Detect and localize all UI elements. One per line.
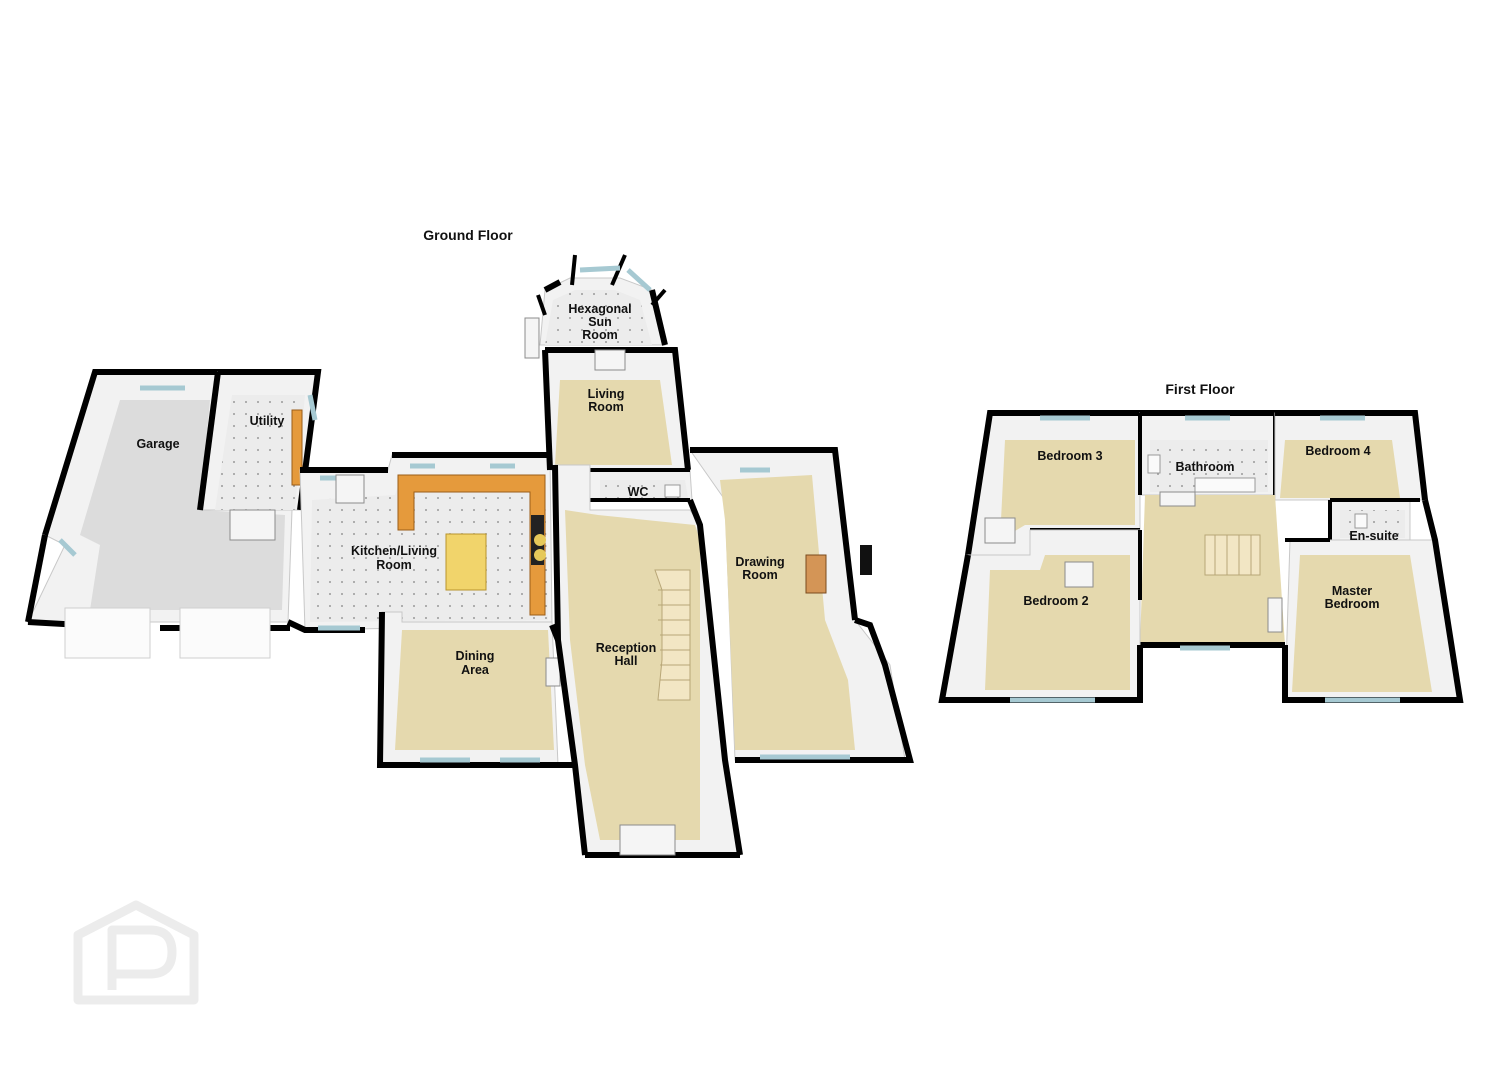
master-bedroom-label-line1: Master	[1332, 584, 1372, 598]
reception-label-line1: Reception	[596, 641, 656, 655]
utility-label: Utility	[250, 414, 285, 428]
reception-hall	[552, 464, 743, 858]
landing-area	[1140, 491, 1285, 651]
dining-label-line1: Dining	[456, 649, 495, 663]
kitchen-counter	[397, 474, 546, 616]
dining-label-line2: Area	[461, 663, 490, 677]
living-room-french-door[interactable]	[594, 349, 626, 371]
living-label-line2: Room	[588, 400, 623, 414]
property-logo-icon	[73, 900, 199, 1005]
ground-floor-plan: Ground Floor Garage Utility Kitchen/Livi…	[25, 227, 914, 858]
utility-door[interactable]	[229, 509, 276, 541]
bedroom-4-label: Bedroom 4	[1305, 444, 1370, 458]
garage-door-left	[64, 607, 151, 659]
utility-room	[197, 369, 322, 541]
dining-area	[376, 611, 575, 768]
bathroom-room	[1138, 410, 1277, 496]
drawing-label-line2: Room	[742, 568, 777, 582]
bedroom-2-door[interactable]	[1064, 561, 1094, 588]
bedroom-2-label: Bedroom 2	[1023, 594, 1088, 608]
hexagonal-sun-room	[524, 254, 668, 359]
garage-room	[25, 369, 293, 659]
sunroom-label-line1: Hexagonal	[568, 302, 631, 316]
bathroom-door[interactable]	[1159, 491, 1196, 507]
living-label-line1: Living	[588, 387, 625, 401]
sun-room-door[interactable]	[524, 317, 540, 359]
wc-label: WC	[628, 485, 649, 499]
ground-floor-title: Ground Floor	[423, 227, 513, 243]
first-floor-plan: First Floor Bedroom 3 Bathroom Bedroom 4…	[938, 381, 1464, 703]
master-bedroom-door[interactable]	[1267, 597, 1283, 633]
garage-door-right	[179, 607, 271, 659]
kitchen-back-door[interactable]	[335, 474, 365, 504]
kitchen-label-line1: Kitchen/Living	[351, 544, 437, 558]
bathroom-label: Bathroom	[1175, 460, 1234, 474]
drawing-label-line1: Drawing	[735, 555, 784, 569]
first-floor-staircase	[1204, 534, 1261, 576]
master-bedroom-room	[1282, 499, 1464, 703]
first-floor-title: First Floor	[1165, 381, 1235, 397]
front-door[interactable]	[619, 824, 676, 856]
sunroom-label-line3: Room	[582, 328, 617, 342]
drawing-room	[689, 447, 914, 763]
kitchen-living-room	[286, 452, 553, 633]
garage-label: Garage	[136, 437, 179, 451]
reception-label-line2: Hall	[615, 654, 638, 668]
living-room	[542, 347, 691, 471]
bedroom-3-label: Bedroom 3	[1037, 449, 1102, 463]
bedroom-3-room	[965, 410, 1141, 556]
en-suite-room	[1328, 498, 1420, 541]
kitchen-island	[445, 533, 487, 591]
bedroom-4-room	[1274, 410, 1428, 501]
ensuite-label: En-suite	[1349, 529, 1398, 543]
sunroom-label-line2: Sun	[588, 315, 612, 329]
dining-door[interactable]	[545, 657, 561, 687]
kitchen-label-line2: Room	[376, 558, 411, 572]
bedroom-2-room	[938, 529, 1143, 703]
bedroom-3-door[interactable]	[984, 517, 1016, 544]
master-bedroom-label-line2: Bedroom	[1325, 597, 1380, 611]
